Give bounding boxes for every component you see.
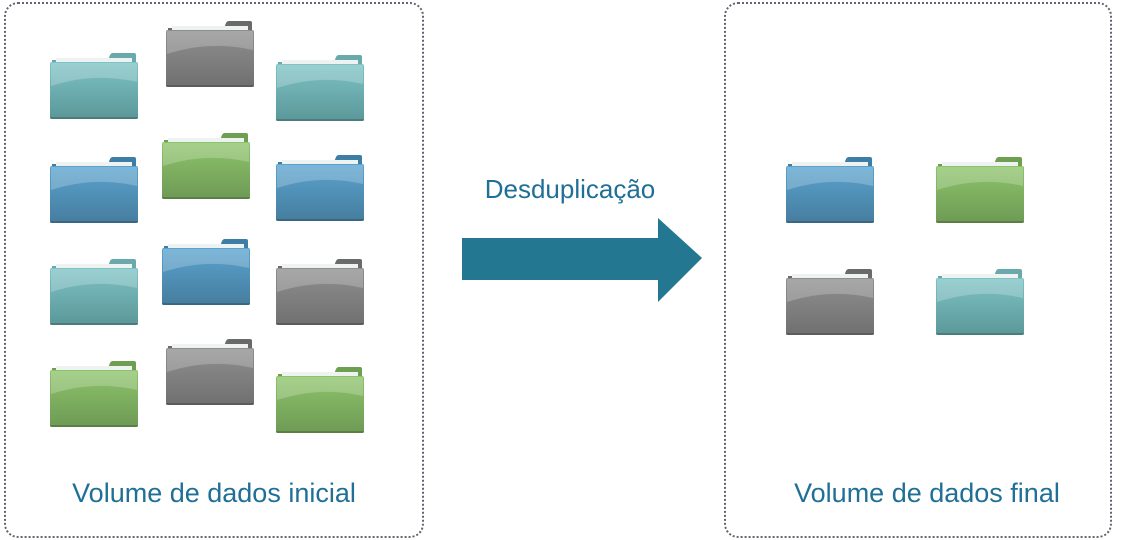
blue-folder-icon [50, 156, 138, 224]
gray-folder-icon [276, 258, 364, 326]
gray-folder-icon [166, 20, 254, 88]
right-arrow-icon [462, 218, 702, 302]
teal-folder-icon [50, 52, 138, 120]
blue-folder-icon [162, 238, 250, 306]
initial-data-volume-panel: Volume de dados inicial [4, 2, 424, 538]
teal-folder-icon [276, 54, 364, 122]
green-folder-icon [162, 132, 250, 200]
green-folder-icon [276, 366, 364, 434]
gray-folder-icon [166, 338, 254, 406]
initial-volume-label: Volume de dados inicial [72, 478, 356, 508]
final-volume-label: Volume de dados final [794, 478, 1060, 508]
blue-folder-icon [786, 156, 874, 224]
teal-folder-icon [936, 268, 1024, 336]
final-data-volume-panel: Volume de dados final [724, 2, 1112, 538]
teal-folder-icon [50, 258, 138, 326]
green-folder-icon [50, 360, 138, 428]
deduplication-label: Desduplicação [484, 174, 656, 204]
green-folder-icon [936, 156, 1024, 224]
blue-folder-icon [276, 154, 364, 222]
gray-folder-icon [786, 268, 874, 336]
